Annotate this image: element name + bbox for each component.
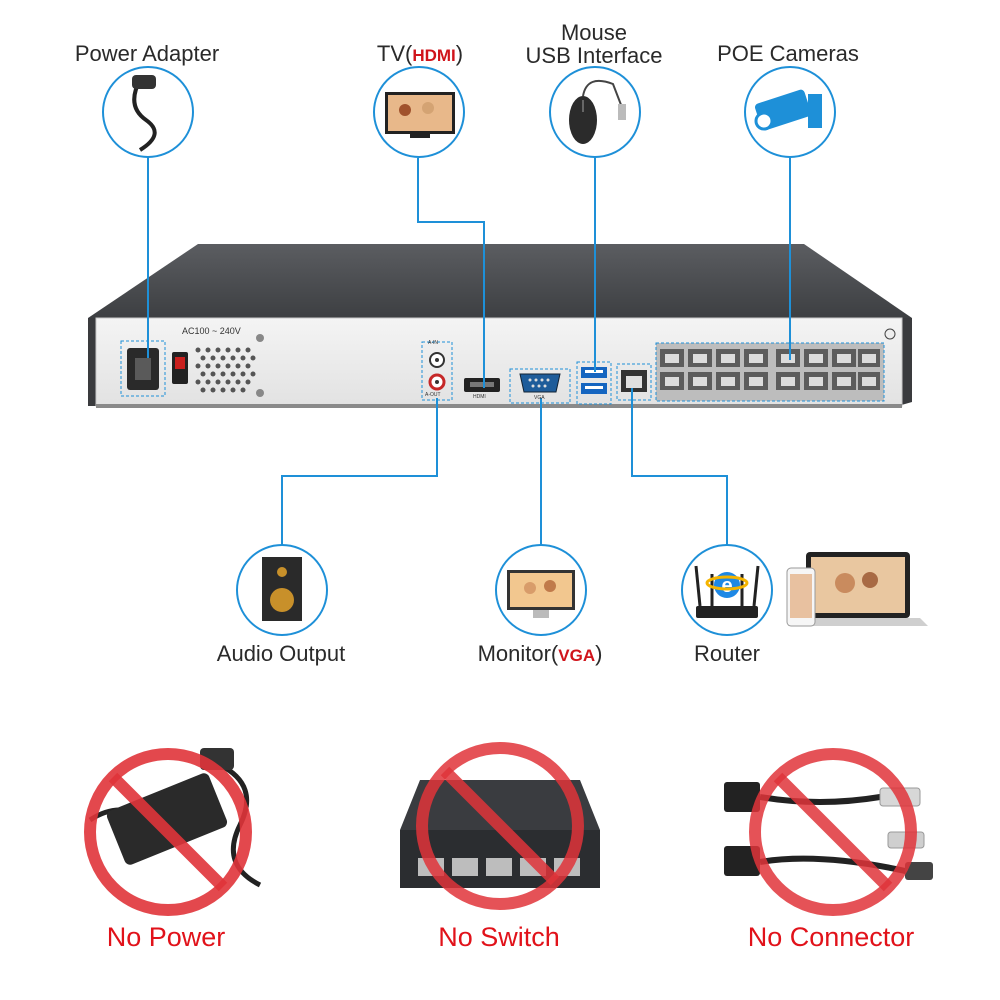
- svg-text:e: e: [721, 575, 732, 597]
- vga-port: [509, 368, 571, 404]
- no-connector-graphic: [724, 748, 933, 916]
- audio-out-label: A-OUT: [425, 392, 441, 398]
- router-label: Router: [693, 641, 761, 666]
- speaker-icon: [236, 544, 328, 636]
- poe-cameras-label: POE Cameras: [717, 41, 859, 66]
- nvr-device: [88, 244, 912, 408]
- audio-ports: [421, 341, 453, 401]
- tv-hdmi-text: HDMI: [412, 46, 456, 65]
- power-socket: [120, 334, 264, 397]
- laptop-phone-icon: [786, 552, 928, 627]
- mouse-icon: [549, 66, 641, 158]
- tv-label: TV(HDMI): [376, 41, 464, 66]
- audio-output-label: Audio Output: [216, 641, 346, 666]
- audio-in-label: A-IN: [428, 340, 438, 346]
- connector-lines: [147, 155, 791, 545]
- voltage-label: AC100 ~ 240V: [182, 326, 241, 336]
- hdmi-port: [464, 378, 500, 392]
- monitor-label: Monitor(VGA): [477, 641, 603, 666]
- lan-port: [616, 363, 652, 401]
- tv-icon: [373, 66, 465, 158]
- no-switch-label: No Switch: [438, 922, 560, 952]
- power-adapter-icon: [102, 66, 194, 158]
- no-power-label: No Power: [106, 922, 226, 952]
- no-connector-label: No Connector: [747, 922, 915, 952]
- vga-port-label: VGA: [534, 395, 545, 401]
- camera-icon: [744, 66, 836, 158]
- monitor-vga-text: VGA: [558, 646, 596, 665]
- no-switch-graphic: [400, 742, 600, 910]
- hdmi-port-label: HDMI: [473, 394, 486, 400]
- monitor-icon: [495, 544, 587, 636]
- poe-port-bank: [655, 328, 896, 402]
- no-power-graphic: [84, 748, 262, 916]
- power-adapter-label: Power Adapter: [74, 41, 220, 66]
- router-icon: e: [681, 544, 773, 636]
